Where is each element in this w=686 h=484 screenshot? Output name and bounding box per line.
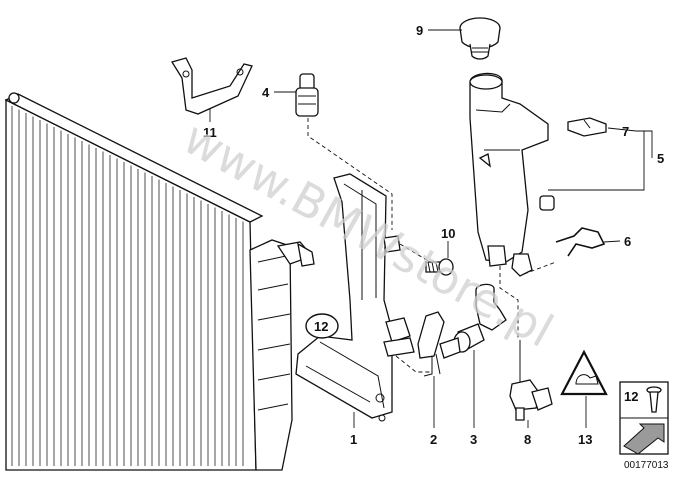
callout-12-circled [305,313,339,339]
reference-number: 00177013 [624,460,669,471]
arrow-legend-icon [623,423,665,455]
radiator-icon[interactable] [4,92,315,471]
hot-coolant-warning-triangle-icon [560,349,608,396]
callout-5: 5 [657,151,664,166]
spring-clip-6-icon[interactable] [555,227,606,257]
callout-8: 8 [524,432,531,447]
push-rivet-12-icon [646,386,662,413]
holder-1-icon[interactable] [295,173,415,422]
screw-10-icon[interactable] [425,258,454,276]
level-sensor-8-icon[interactable] [509,340,553,421]
legend-callout-12: 12 [624,389,638,404]
sensor-2-icon[interactable] [417,311,445,377]
callout-4: 4 [262,85,270,100]
callout-13: 13 [578,432,592,447]
callout-10: 10 [441,226,455,241]
callout-1: 1 [350,432,357,447]
bracket-11-icon[interactable] [170,57,253,115]
assembly-lines [307,118,557,373]
legend-box [619,381,669,455]
radiator-cap-icon[interactable] [459,17,501,60]
callout-2: 2 [430,432,437,447]
pipe-fitting-3-icon[interactable] [439,283,507,359]
leader-lines [209,29,653,428]
callout-9: 9 [416,23,423,38]
rubber-mount-4-icon[interactable] [295,73,319,117]
clip-7-icon[interactable] [567,117,607,137]
callout-12-label: 12 [314,319,328,334]
expansion-tank-icon[interactable] [469,72,555,277]
callout-3: 3 [470,432,477,447]
callout-7: 7 [622,124,629,139]
callout-11: 11 [203,125,217,140]
callout-6: 6 [624,234,631,249]
